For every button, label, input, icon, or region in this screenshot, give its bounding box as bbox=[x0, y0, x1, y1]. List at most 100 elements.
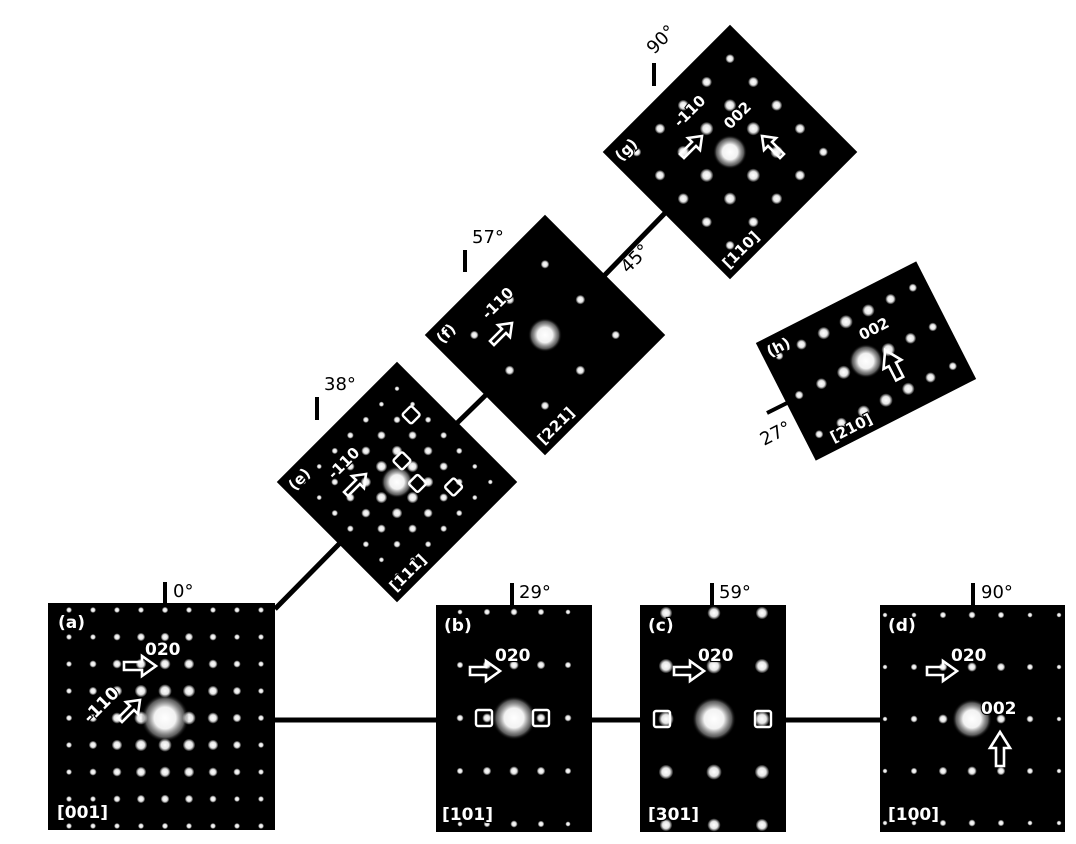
panel-c-angle: 59° bbox=[719, 582, 751, 603]
diffraction-spot bbox=[677, 99, 689, 111]
diffraction-spot bbox=[456, 447, 463, 455]
diffraction-spot bbox=[910, 767, 918, 775]
panel-a-central-beam bbox=[141, 694, 189, 742]
diffraction-spot bbox=[377, 524, 386, 533]
diffraction-spot bbox=[394, 572, 400, 578]
panel-b-arrow-020 bbox=[468, 658, 503, 684]
diffraction-spot bbox=[135, 766, 147, 778]
diffraction-spot bbox=[564, 661, 572, 669]
diffraction-spot bbox=[967, 662, 977, 672]
diffraction-spot bbox=[654, 123, 666, 134]
diffraction-spot bbox=[408, 524, 417, 533]
diffraction-spot bbox=[815, 378, 828, 390]
panel-b-frame-left bbox=[474, 708, 494, 728]
diffraction-spot bbox=[234, 823, 240, 829]
diffraction-spot bbox=[771, 193, 783, 205]
diffraction-spot bbox=[1027, 820, 1033, 826]
panel-d-label: (d) bbox=[888, 616, 916, 636]
diffraction-spot bbox=[393, 540, 401, 548]
diffraction-spot bbox=[699, 121, 714, 136]
diffraction-spot bbox=[207, 739, 219, 751]
diffraction-spot bbox=[472, 463, 478, 470]
diffraction-spot bbox=[258, 607, 264, 613]
diffraction-spot bbox=[160, 632, 170, 642]
diffraction-spot bbox=[882, 820, 888, 826]
diffraction-spot bbox=[134, 738, 148, 752]
diffraction-spot bbox=[408, 431, 417, 440]
diffraction-spot bbox=[185, 606, 193, 614]
diffraction-spot bbox=[184, 794, 194, 804]
diffraction-spot bbox=[90, 823, 96, 829]
diffraction-spot bbox=[882, 612, 888, 618]
panel-f-arrow-110 bbox=[488, 321, 514, 347]
diffraction-spot bbox=[66, 634, 72, 640]
diffraction-spot bbox=[540, 401, 550, 411]
panel-a-arrow-110 bbox=[116, 698, 142, 724]
diffraction-spot bbox=[1056, 612, 1062, 618]
panel-b-zone-axis: [101] bbox=[442, 805, 493, 825]
diffraction-spot bbox=[836, 365, 851, 380]
panel-a-arrow-020 bbox=[122, 653, 159, 679]
diffraction-spot bbox=[331, 509, 338, 517]
connector-a-e bbox=[273, 538, 345, 611]
diffraction-spot bbox=[89, 660, 97, 668]
diffraction-spot bbox=[879, 393, 893, 408]
diffraction-spot bbox=[632, 147, 642, 157]
diffraction-spot bbox=[910, 663, 918, 671]
diffraction-spot bbox=[794, 123, 806, 134]
diffraction-spot bbox=[234, 634, 240, 640]
diffraction-spot bbox=[754, 658, 770, 674]
diffraction-spot bbox=[456, 714, 464, 722]
panel-b-central-beam bbox=[492, 696, 536, 740]
diffraction-spot bbox=[748, 216, 759, 228]
panel-e-frame-3 bbox=[401, 405, 421, 425]
diffraction-spot bbox=[482, 713, 492, 723]
panel-e-frame-1 bbox=[392, 451, 412, 471]
diffraction-spot bbox=[207, 712, 219, 724]
diffraction-spot bbox=[232, 740, 242, 750]
diffraction-spot bbox=[137, 606, 145, 614]
diffraction-spot bbox=[182, 738, 196, 752]
diffraction-spot bbox=[536, 660, 546, 670]
diffraction-spot bbox=[134, 684, 148, 698]
diffraction-spot bbox=[707, 606, 721, 620]
diffraction-spot bbox=[755, 606, 769, 620]
panel-c-frame-right bbox=[753, 709, 773, 729]
diffraction-spot bbox=[701, 216, 712, 228]
diffraction-spot bbox=[611, 330, 621, 340]
panel-c-label: (c) bbox=[648, 616, 674, 636]
diffraction-spot bbox=[948, 361, 958, 371]
diffraction-spot bbox=[456, 509, 463, 517]
diffraction-spot bbox=[575, 294, 586, 305]
panel-g: (g) [110] bbox=[602, 24, 858, 280]
panel-d-zone-axis: [100] bbox=[888, 805, 939, 825]
diffraction-spot bbox=[938, 766, 948, 776]
diffraction-spot bbox=[378, 557, 385, 563]
diffraction-spot bbox=[113, 633, 121, 641]
panel-d-central-beam bbox=[952, 699, 992, 739]
diffraction-spot bbox=[565, 609, 571, 615]
diffraction-spot bbox=[774, 351, 784, 361]
panel-h-arrow-002 bbox=[882, 347, 905, 383]
diffraction-spot bbox=[114, 823, 120, 829]
diffraction-spot bbox=[159, 766, 171, 778]
diffraction-spot bbox=[706, 764, 722, 780]
diffraction-spot bbox=[66, 823, 72, 829]
diffraction-spot bbox=[910, 715, 918, 723]
panel-c-spot-label-020: 020 bbox=[698, 646, 734, 666]
diffraction-spot bbox=[89, 768, 97, 776]
diffraction-spot bbox=[939, 819, 947, 827]
diffraction-spot bbox=[564, 767, 572, 775]
diffraction-spot bbox=[510, 608, 518, 616]
diffraction-spot bbox=[375, 491, 388, 504]
panel-c-spots bbox=[658, 606, 770, 832]
diffraction-spot bbox=[564, 714, 572, 722]
diffraction-spot bbox=[968, 819, 976, 827]
diffraction-spot bbox=[161, 606, 169, 614]
panel-a-label: (a) bbox=[58, 613, 85, 633]
diffraction-spot bbox=[210, 607, 216, 613]
diffraction-spot bbox=[504, 365, 515, 376]
diffraction-spot bbox=[161, 822, 169, 830]
diffraction-spot bbox=[378, 401, 385, 407]
diffraction-spot bbox=[90, 607, 96, 613]
